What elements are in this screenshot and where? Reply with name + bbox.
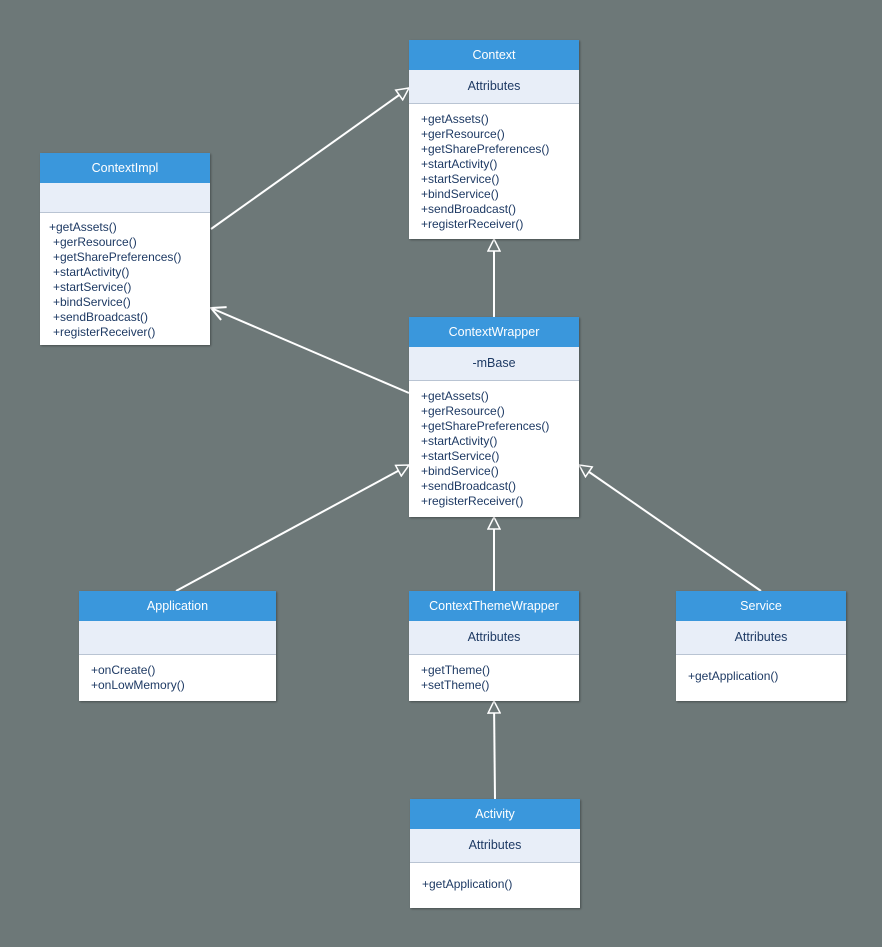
class-methods: +getTheme() +setTheme() [409,655,579,699]
method: +sendBroadcast() [53,310,149,324]
method: +sendBroadcast() [421,202,517,216]
class-activity[interactable]: Activity Attributes +getApplication() [410,799,580,908]
method: +gerResource() [421,404,505,418]
method: +getApplication() [688,669,779,683]
class-name: ContextImpl [40,153,210,183]
method: +gerResource() [421,127,505,141]
class-attributes: Attributes [676,621,846,655]
method: +getAssets() [421,112,489,126]
class-name: Context [409,40,579,70]
class-context-wrapper[interactable]: ContextWrapper -mBase +getAssets() +gerR… [409,317,579,517]
class-attributes: Attributes [409,70,579,104]
method: +registerReceiver() [421,217,524,231]
wrapper-to-impl-line [211,308,410,394]
method: +startService() [421,172,500,186]
application-to-wrapper-line [175,464,409,592]
method: +getTheme() [421,663,491,677]
class-name: ContextWrapper [409,317,579,347]
class-name: Application [79,591,276,621]
method: +getSharePreferences() [421,419,550,433]
class-context-theme-wrapper[interactable]: ContextThemeWrapper Attributes +getTheme… [409,591,579,701]
class-name: ContextThemeWrapper [409,591,579,621]
class-name: Activity [410,799,580,829]
method: +setTheme() [421,678,490,692]
method: +bindService() [53,295,131,309]
class-methods: +getApplication() [676,655,846,690]
class-attributes [79,621,276,655]
method: +onCreate() [91,663,156,677]
class-attributes: Attributes [410,829,580,863]
class-methods: +getAssets() +gerResource() +getSharePre… [40,213,210,346]
method: +gerResource() [53,235,137,249]
method: +getAssets() [49,220,117,234]
class-attributes: Attributes [409,621,579,655]
method: +startActivity() [421,157,498,171]
method: +startService() [421,449,500,463]
service-to-wrapper-line [579,465,762,592]
method: +bindService() [421,187,499,201]
class-attributes: -mBase [409,347,579,381]
class-methods: +getAssets() +gerResource() +getSharePre… [409,104,579,238]
method: +getApplication() [422,877,513,891]
method: +onLowMemory() [91,678,185,692]
class-context-impl[interactable]: ContextImpl +getAssets() +gerResource() … [40,153,210,345]
impl-to-context-line [210,88,409,230]
method: +getSharePreferences() [421,142,550,156]
method: +registerReceiver() [421,494,524,508]
method: +bindService() [421,464,499,478]
class-context[interactable]: Context Attributes +getAssets() +gerReso… [409,40,579,239]
class-application[interactable]: Application +onCreate() +onLowMemory() [79,591,276,701]
class-service[interactable]: Service Attributes +getApplication() [676,591,846,701]
activity-to-theme-wrapper-line [494,701,495,800]
method: +getAssets() [421,389,489,403]
method: +startActivity() [53,265,130,279]
method: +startService() [53,280,132,294]
method: +startActivity() [421,434,498,448]
class-methods: +getApplication() [410,863,580,898]
class-name: Service [676,591,846,621]
method: +registerReceiver() [53,325,156,339]
method: +getSharePreferences() [53,250,182,264]
class-methods: +onCreate() +onLowMemory() [79,655,276,699]
class-methods: +getAssets() +gerResource() +getSharePre… [409,381,579,515]
method: +sendBroadcast() [421,479,517,493]
class-attributes [40,183,210,213]
